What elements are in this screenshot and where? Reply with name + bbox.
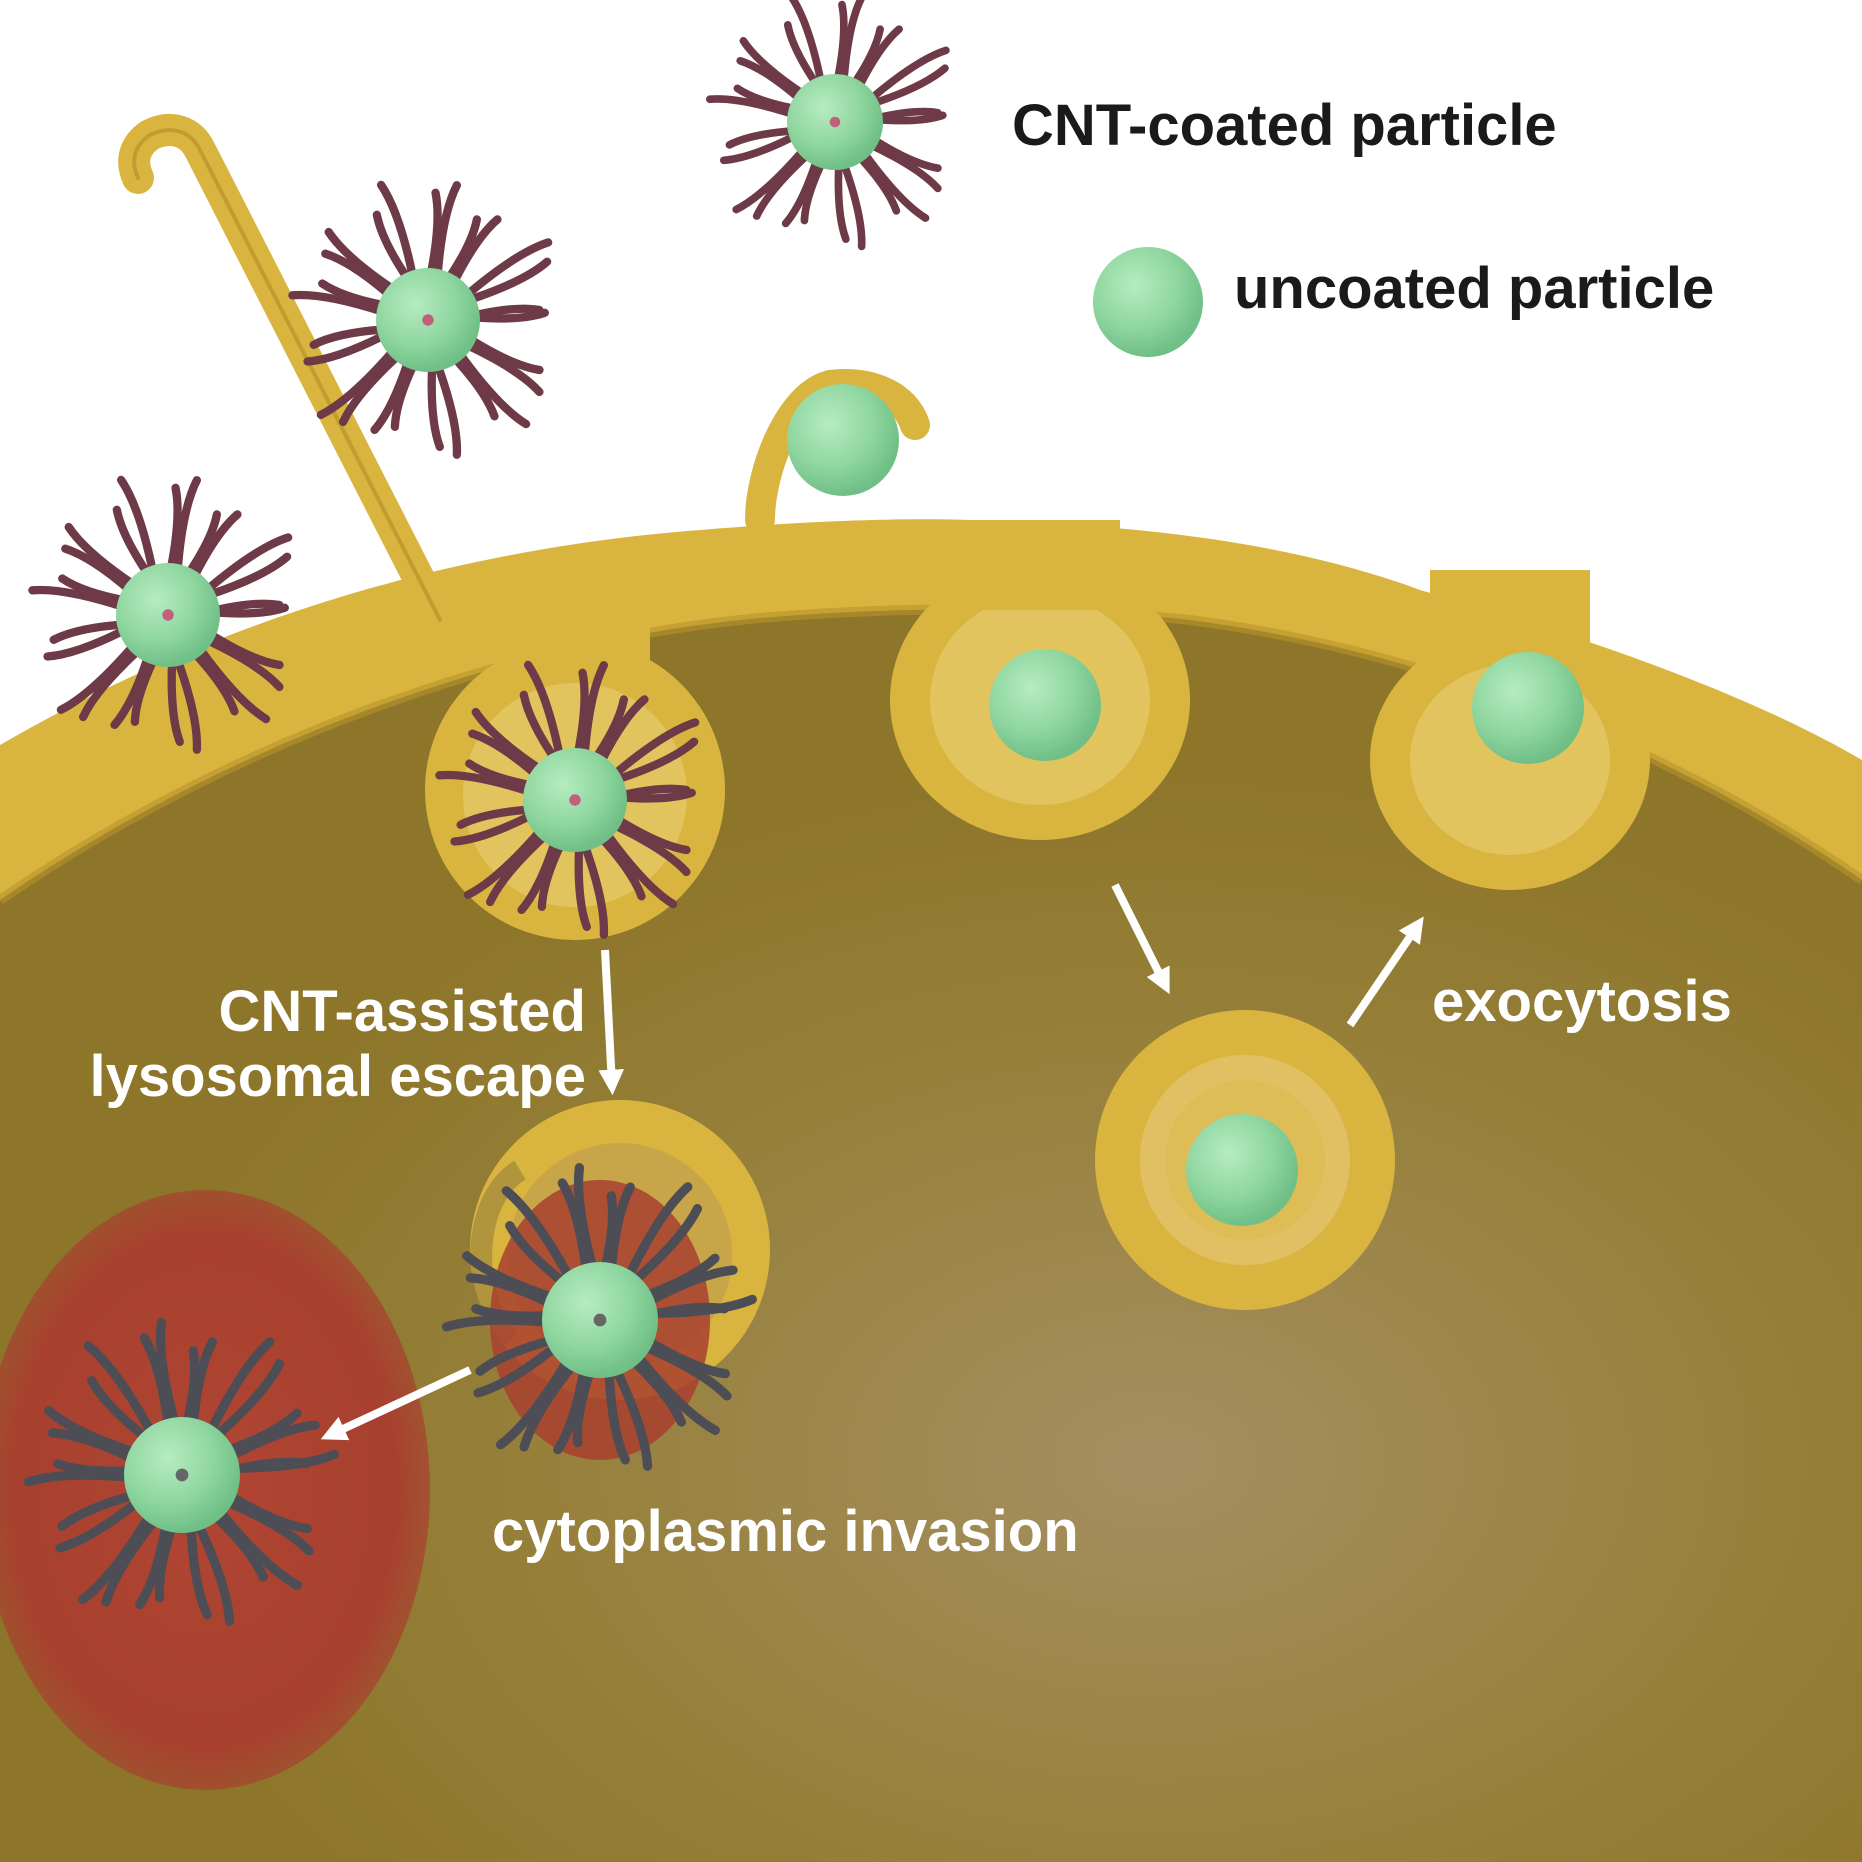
legend-uncoated-label: uncoated particle [1234,256,1715,321]
particle-center-dot [829,116,841,128]
particle-center-dot [422,314,434,326]
arrow-to-exocytic-vesicle [1111,883,1170,995]
cytoplasmic-invasion-label: cytoplasmic invasion [492,1499,1079,1564]
particles-layer [23,0,1584,1626]
coated-particle-cytoplasm [23,1318,339,1626]
legend-uncoated-particle [1093,247,1203,357]
cytoplasm [0,609,1862,1862]
legend-coated-label: CNT-coated particle [1012,93,1557,158]
lysosomal-escape-line1: CNT-assisted [218,979,586,1044]
lysosomal-escape-line2: lysosomal escape [89,1043,586,1109]
uncoated-particle-right-pit [1472,652,1584,764]
filopodium-edge [132,128,442,622]
particle-center-dot [162,609,174,621]
coated-particle-at-membrane [28,475,293,754]
arrow-exocytosis [1346,916,1424,1028]
membrane-ruffle [745,369,930,535]
exocytosis-label: exocytosis [1432,969,1732,1034]
uncoated-particle-ruffle [787,384,899,496]
coated-particle-escaping [441,1163,757,1471]
uncoated-particle-vesicle [1186,1114,1298,1226]
particle-center-dot [175,1468,189,1482]
particle-center-dot [593,1313,607,1327]
lysosomal-escape-label: CNT-assisted lysosomal escape [89,979,586,1110]
coated-particle-in-pit [435,660,700,939]
arrow-cytoplasmic-invasion [320,1366,472,1441]
particle-center-dot [569,794,581,806]
legend-coated-particle [706,0,950,251]
arrows [320,883,1424,1441]
coated-particle-near-filopodium [288,180,553,459]
arrow-lysosomal-escape [598,949,624,1096]
uncoated-particle-pit [989,649,1101,761]
